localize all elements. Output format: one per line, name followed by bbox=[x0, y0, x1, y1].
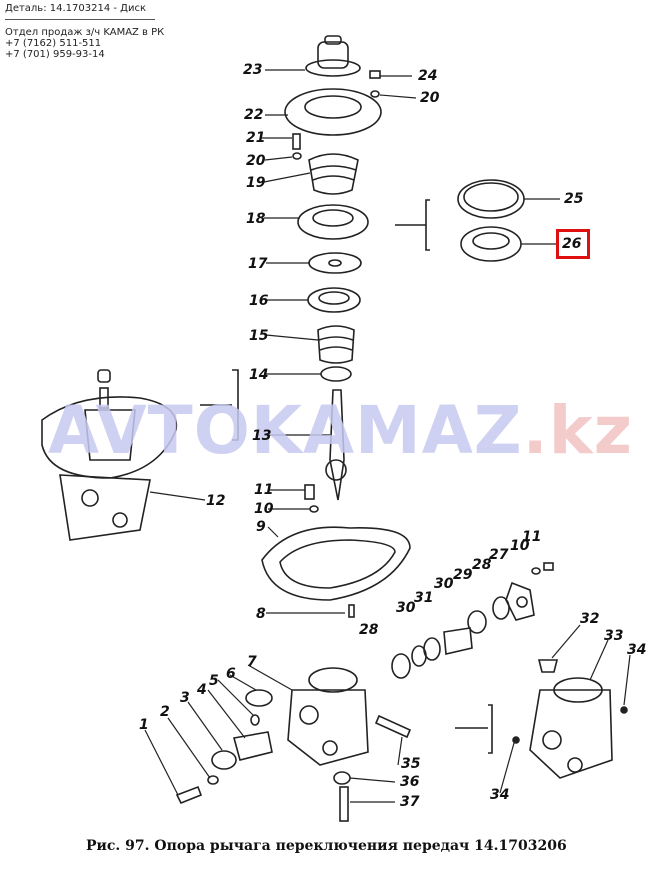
label-19: 19 bbox=[246, 175, 266, 191]
figure-caption: Рис. 97. Опора рычага переключения перед… bbox=[86, 838, 567, 854]
label-20-mid: 20 bbox=[246, 153, 266, 169]
part-28b bbox=[391, 653, 411, 679]
label-3: 3 bbox=[180, 690, 190, 706]
label-6: 6 bbox=[226, 666, 236, 682]
part-6 bbox=[245, 689, 273, 707]
part-10a bbox=[309, 505, 319, 513]
label-30-right: 30 bbox=[434, 576, 454, 592]
label-28-left: 28 bbox=[359, 622, 379, 638]
label-21: 21 bbox=[246, 130, 266, 146]
label-25: 25 bbox=[564, 191, 584, 207]
label-35: 35 bbox=[401, 756, 421, 772]
label-17: 17 bbox=[248, 256, 268, 272]
label-32: 32 bbox=[580, 611, 600, 627]
part-34a bbox=[620, 706, 628, 714]
part-12-housing bbox=[84, 409, 136, 461]
label-4: 4 bbox=[197, 682, 207, 698]
part-18 bbox=[297, 204, 369, 240]
part-36 bbox=[333, 771, 351, 785]
label-10-right: 10 bbox=[510, 538, 530, 554]
part-4 bbox=[232, 731, 273, 761]
label-16: 16 bbox=[249, 293, 269, 309]
label-9: 9 bbox=[256, 519, 266, 535]
highlight-box bbox=[556, 229, 590, 259]
part-15 bbox=[317, 325, 355, 364]
part-29 bbox=[467, 610, 487, 634]
label-18: 18 bbox=[246, 211, 266, 227]
part-23 bbox=[305, 59, 361, 77]
label-11-left: 11 bbox=[254, 482, 274, 498]
part-35 bbox=[374, 714, 412, 739]
label-20-top: 20 bbox=[420, 90, 440, 106]
part-27 bbox=[505, 581, 535, 621]
part-37 bbox=[339, 786, 349, 822]
watermark: AVTOKAMAZ.kz bbox=[48, 392, 634, 469]
part-3 bbox=[211, 750, 237, 770]
part-20a bbox=[370, 90, 380, 98]
label-37: 37 bbox=[400, 794, 420, 810]
part-1 bbox=[175, 785, 203, 805]
label-31: 31 bbox=[414, 590, 434, 606]
phone-2: +7 (701) 959-93-14 bbox=[5, 49, 105, 60]
label-14: 14 bbox=[249, 367, 269, 383]
part-11b bbox=[543, 562, 554, 571]
part-31 bbox=[443, 627, 473, 655]
label-23: 23 bbox=[243, 62, 263, 78]
label-26: 26 bbox=[562, 236, 582, 252]
part-23-body bbox=[317, 41, 349, 69]
part-34b bbox=[512, 736, 520, 744]
part-24 bbox=[369, 70, 381, 79]
part-32 bbox=[537, 659, 559, 673]
part-25 bbox=[457, 179, 525, 219]
part-9 bbox=[261, 526, 411, 601]
label-34-top: 34 bbox=[627, 642, 647, 658]
label-11-right: 11 bbox=[522, 529, 542, 545]
part-22 bbox=[284, 88, 382, 136]
label-24: 24 bbox=[418, 68, 438, 84]
label-36: 36 bbox=[400, 774, 420, 790]
label-5: 5 bbox=[209, 673, 219, 689]
part-19 bbox=[308, 153, 359, 195]
part-13 bbox=[329, 389, 345, 501]
header-divider bbox=[5, 19, 155, 20]
part-17 bbox=[308, 252, 362, 274]
label-28-right: 28 bbox=[472, 557, 492, 573]
phone-1: +7 (7162) 511-511 bbox=[5, 38, 102, 49]
part-11a bbox=[304, 484, 315, 500]
label-29: 29 bbox=[453, 567, 473, 583]
part-20b bbox=[292, 152, 302, 160]
label-7: 7 bbox=[247, 654, 257, 670]
label-27: 27 bbox=[489, 547, 509, 563]
label-2: 2 bbox=[160, 704, 170, 720]
part-26 bbox=[460, 226, 522, 262]
part-7 bbox=[308, 667, 358, 693]
part-2 bbox=[207, 775, 219, 785]
part-30b bbox=[411, 645, 427, 667]
part-5 bbox=[250, 714, 260, 726]
part-21 bbox=[292, 133, 301, 150]
label-30-left: 30 bbox=[396, 600, 416, 616]
part-title: Деталь: 14.1703214 - Диск bbox=[5, 3, 147, 14]
part-10b bbox=[531, 567, 541, 575]
label-13: 13 bbox=[252, 428, 272, 444]
label-10-left: 10 bbox=[254, 501, 274, 517]
leader-lines bbox=[144, 69, 631, 803]
label-22: 22 bbox=[244, 107, 264, 123]
label-33: 33 bbox=[604, 628, 624, 644]
label-12: 12 bbox=[206, 493, 226, 509]
part-28a bbox=[492, 596, 510, 620]
part-14 bbox=[320, 366, 352, 382]
part-8 bbox=[348, 604, 355, 618]
label-15: 15 bbox=[249, 328, 269, 344]
label-8: 8 bbox=[256, 606, 266, 622]
sales-dept: Отдел продаж з/ч KAMAZ в РК bbox=[5, 27, 165, 38]
label-34-bottom: 34 bbox=[490, 787, 510, 803]
label-1: 1 bbox=[139, 717, 149, 733]
